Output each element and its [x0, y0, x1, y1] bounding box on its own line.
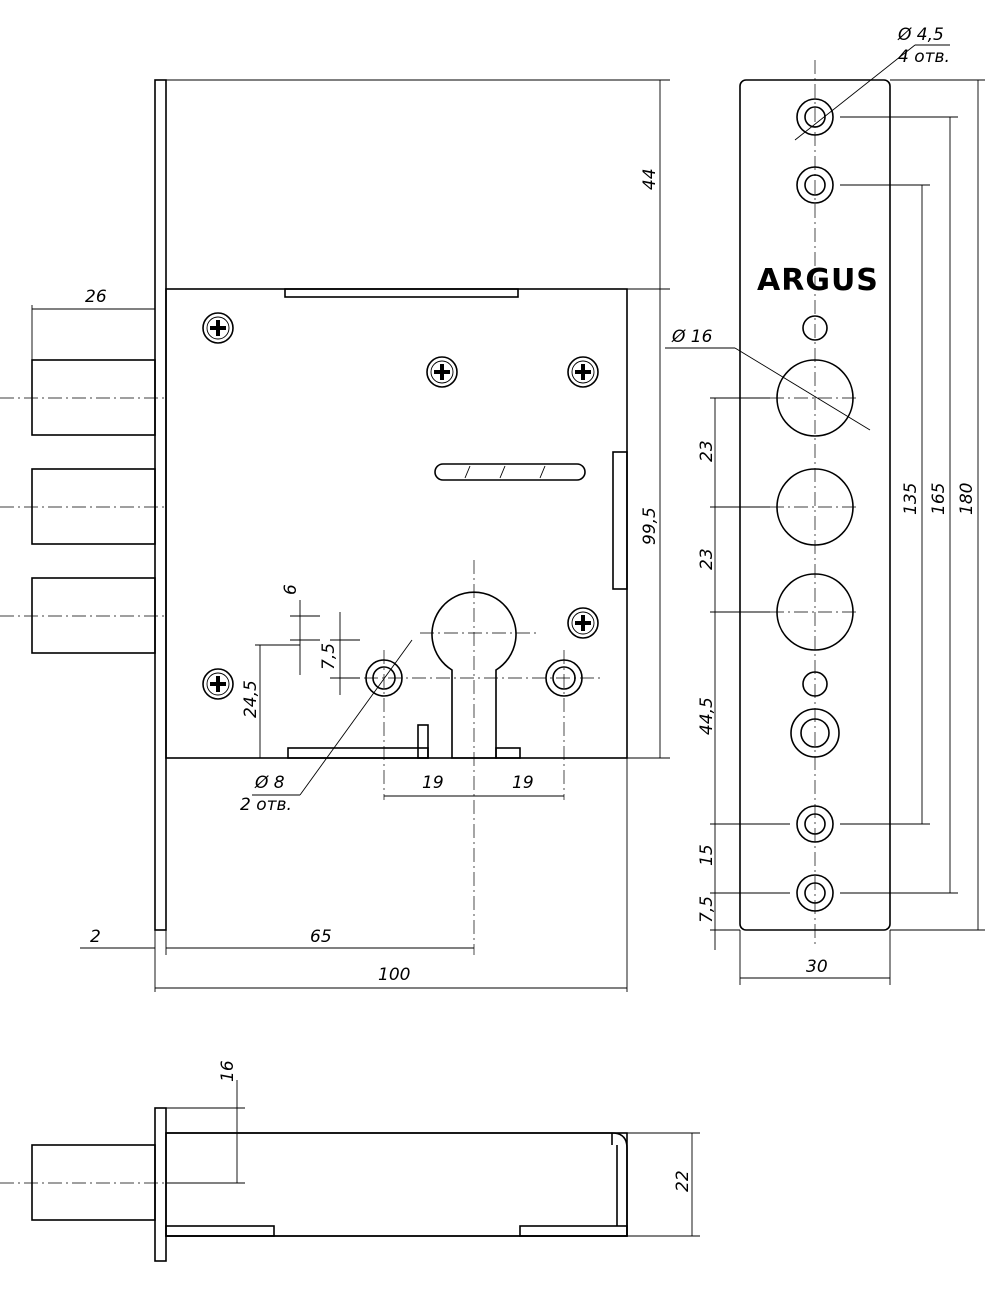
dim-135: 135: [901, 483, 921, 515]
dim-holes-4: 4 отв.: [898, 47, 950, 67]
dim-22: 22: [673, 1170, 693, 1192]
side-bolt: [31, 1144, 156, 1221]
dim-26: 26: [85, 287, 107, 307]
dim-19-right: 19: [512, 773, 534, 793]
dim-19-left: 19: [422, 773, 444, 793]
screw-icon: [202, 668, 234, 700]
dim-99-5: 99,5: [640, 507, 660, 545]
bolt-3: [31, 577, 156, 654]
dim-100: 100: [378, 965, 410, 985]
faceplate-hole: [796, 805, 834, 843]
dim-23-a: 23: [697, 440, 717, 462]
bolt-2: [31, 468, 156, 545]
screw-icon: [202, 312, 234, 344]
dim-holes-2: 2 отв.: [240, 795, 292, 815]
brand-logo: ARGUS: [757, 263, 879, 298]
front-view: 26 44 99,5 6 7,5 24,5 19 19 Ø 8 2 отв.: [0, 79, 670, 992]
cylinder-cutout: [431, 591, 517, 759]
screw-icon: [567, 607, 599, 639]
faceplate-hole: [796, 166, 834, 204]
dim-23-b: 23: [697, 548, 717, 570]
side-view: 16 22: [0, 1060, 700, 1262]
faceplate-hole: [796, 874, 834, 912]
dim-44: 44: [640, 168, 660, 190]
dim-180: 180: [957, 483, 977, 515]
dim-7-5-b: 7,5: [697, 896, 717, 923]
faceplate-hole: [796, 98, 834, 136]
dim-2: 2: [90, 927, 101, 947]
screw-icon: [567, 356, 599, 388]
faceplate-view: ARGUS Ø 4,5 4 отв. Ø 16 23 23 44,5: [665, 25, 985, 985]
dim-d4-5: Ø 4,5: [897, 25, 944, 45]
dim-7-5: 7,5: [319, 643, 339, 670]
bolt-1: [31, 359, 156, 436]
dim-6: 6: [281, 584, 301, 595]
faceplate-edge: [154, 1107, 167, 1262]
dim-d16: Ø 16: [671, 327, 713, 347]
dim-165: 165: [929, 483, 949, 515]
screw-icon: [426, 356, 458, 388]
dim-16: 16: [218, 1060, 238, 1082]
dim-44-5: 44,5: [697, 697, 717, 735]
dim-d8: Ø 8: [254, 773, 285, 793]
dim-24-5: 24,5: [241, 680, 261, 718]
dim-15: 15: [697, 844, 717, 866]
dim-30: 30: [806, 957, 828, 977]
bolt-slot: [434, 463, 586, 481]
dim-65: 65: [310, 927, 332, 947]
cylinder-hole: [790, 708, 840, 758]
faceplate-side: [154, 79, 167, 931]
